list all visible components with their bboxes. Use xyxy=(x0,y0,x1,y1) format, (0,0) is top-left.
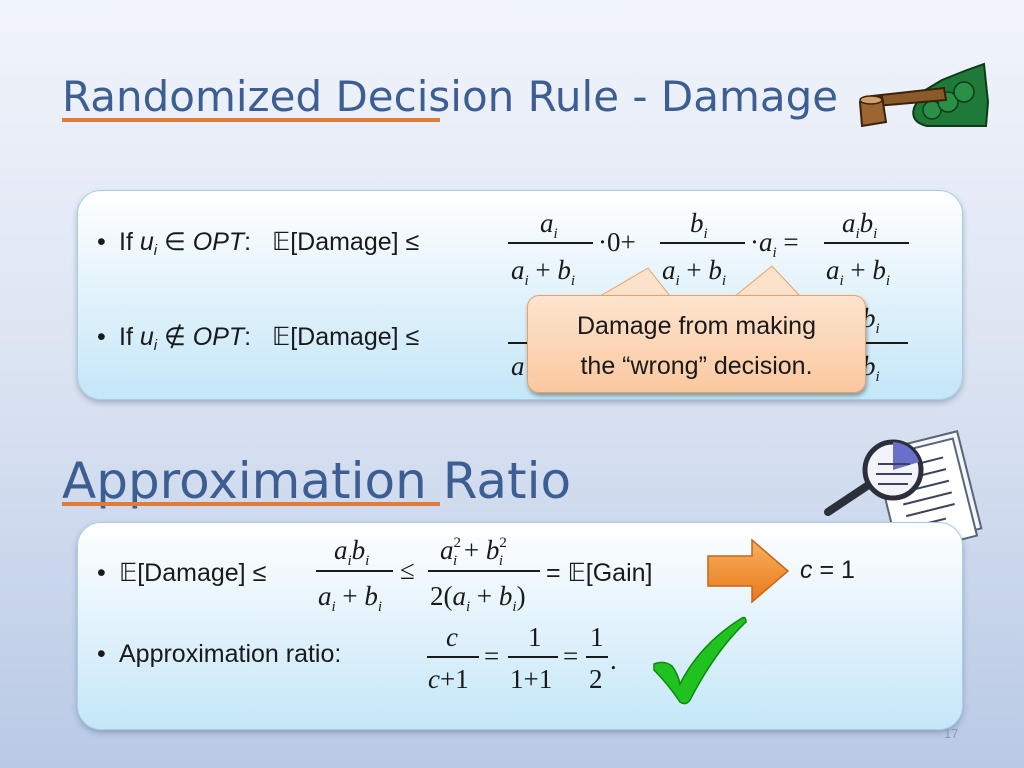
leq-operator: ≤ xyxy=(400,555,415,585)
denominator: ai + bi xyxy=(826,255,891,289)
bullet-approximation-ratio: •Approximation ratio: xyxy=(97,640,342,668)
bullet-not-in-opt: •If ui ∉ OPT: 𝔼[Damage] ≤ xyxy=(97,323,420,354)
period: . xyxy=(610,645,617,675)
title-underline xyxy=(62,118,440,122)
section-title: Approximation Ratio xyxy=(62,452,572,510)
fraction-bar xyxy=(850,342,908,344)
denominator-fragment: a xyxy=(511,351,525,381)
fraction-bar xyxy=(586,656,608,658)
numerator: aibi xyxy=(334,535,370,569)
numerator: 1 xyxy=(590,622,604,652)
callout-text: Damage from making the “wrong” decision. xyxy=(577,312,816,380)
numerator: c xyxy=(446,622,458,652)
numerator: ai xyxy=(540,208,558,242)
right-arrow-icon xyxy=(707,538,790,604)
c-value: c = 1 xyxy=(800,556,855,584)
page-number: 17 xyxy=(944,726,959,741)
denominator: c+1 xyxy=(428,664,469,694)
gain-label: = 𝔼[Gain] xyxy=(546,559,653,587)
denominator: ai + bi xyxy=(511,255,576,289)
numerator: bi xyxy=(690,208,708,242)
denominator: 2 xyxy=(589,664,603,694)
bullet-damage-gain: •𝔼[Damage] ≤ xyxy=(97,559,267,587)
bullet-in-opt: •If ui ∈ OPT: 𝔼[Damage] ≤ xyxy=(97,228,420,259)
fraction-bar xyxy=(508,656,558,658)
denominator: 2(ai + bi) xyxy=(430,581,526,615)
fraction-bar xyxy=(316,570,393,572)
denominator: ai + bi xyxy=(318,581,383,615)
fraction-bar xyxy=(508,342,538,344)
section-underline xyxy=(62,502,440,506)
tree-stump-icon xyxy=(858,62,990,128)
callout-box xyxy=(527,295,866,393)
operator: ·ai = xyxy=(750,227,799,261)
fraction-bar xyxy=(660,242,745,244)
fraction-bar xyxy=(508,242,593,244)
approximation-panel xyxy=(77,522,963,730)
checkmark-icon xyxy=(653,616,747,705)
numerator: a2i + b2i xyxy=(440,535,507,569)
fraction-bar xyxy=(824,242,909,244)
callout-pointers xyxy=(598,265,802,297)
operator: ·0+ xyxy=(598,227,636,257)
fraction-bar xyxy=(428,570,540,572)
numerator: aibi xyxy=(842,208,878,242)
eq-operator: = xyxy=(484,641,500,671)
numerator: 1 xyxy=(528,622,542,652)
denominator: 1+1 xyxy=(510,664,553,694)
eq-operator: = xyxy=(563,641,579,671)
denominator: ai + bi xyxy=(662,255,727,289)
slide-title: Randomized Decision Rule - Damage xyxy=(62,72,839,121)
fraction-bar xyxy=(427,656,479,658)
